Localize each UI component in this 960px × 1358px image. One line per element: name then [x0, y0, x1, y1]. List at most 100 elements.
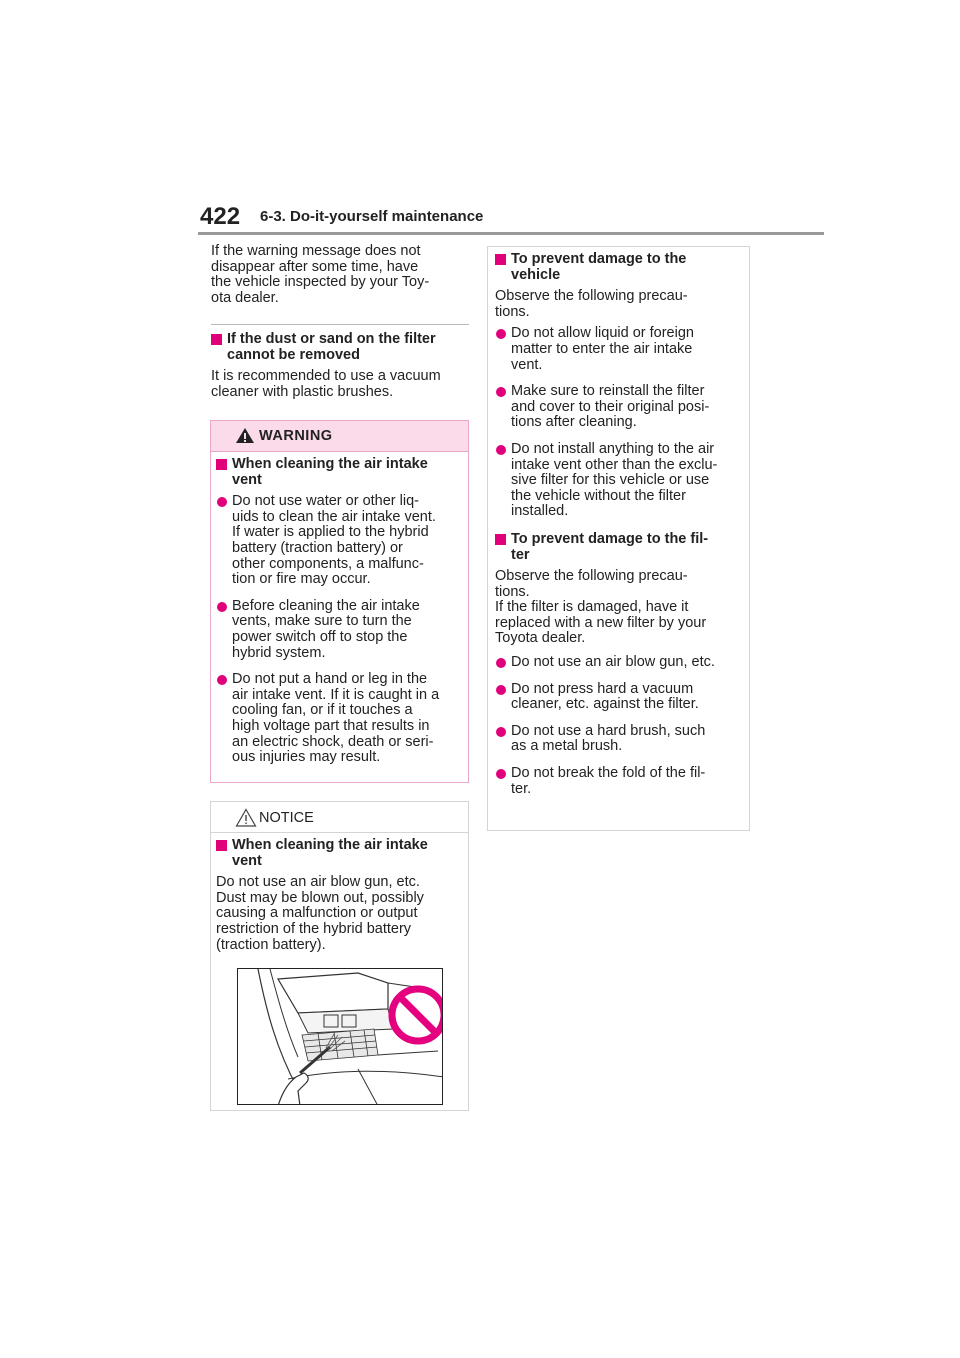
heading-line: If the dust or sand on the filter — [227, 331, 436, 347]
heading-line: When cleaning the air intake — [232, 837, 428, 853]
square-bullet-icon — [211, 334, 222, 345]
warning-title: WARNING — [259, 428, 333, 444]
filter-bullet: Do not press hard a vacuum cleaner, etc.… — [495, 680, 742, 713]
bullet-line: the vehicle without the filter — [511, 487, 686, 504]
right-info-box: To prevent damage to the vehicle Observe… — [487, 246, 750, 831]
bullet-line: uids to clean the air intake vent. — [232, 508, 436, 525]
bullet-line: Do not break the fold of the fil- — [511, 765, 706, 782]
dust-sand-block: If the dust or sand on the filter cannot… — [211, 331, 469, 400]
bullet-dot-icon — [217, 601, 227, 612]
bullet-line: air intake vent. If it is caught in a — [232, 686, 440, 703]
bullet-line: hybrid system. — [232, 644, 326, 661]
heading-line: vehicle — [511, 266, 561, 283]
bullet-line: cooling fan, or if it touches a — [232, 702, 413, 719]
bullet-line: Do not use water or other liq- — [232, 493, 419, 510]
warning-bullet: Do not use water or other liq- uids to c… — [216, 494, 463, 588]
filter-bullet: Do not use a hard brush, such as a metal… — [495, 722, 742, 755]
body-line: causing a malfunction or output — [216, 905, 418, 922]
bullet-line: vents, make sure to turn the — [232, 613, 412, 630]
filter-damage-heading: To prevent damage to the fil- ter — [495, 531, 742, 563]
warning-bullet: Do not put a hand or leg in the air inta… — [216, 672, 463, 766]
bullet-dot-icon — [496, 387, 506, 398]
bullet-dot-icon — [496, 769, 506, 780]
notice-heading: When cleaning the air intake vent — [216, 837, 463, 869]
bullet-line: Before cleaning the air intake — [232, 597, 420, 614]
section-title: 6-3. Do-it-yourself maintenance — [260, 208, 484, 225]
vehicle-damage-heading: To prevent damage to the vehicle — [495, 251, 742, 283]
body-line: It is recommended to use a vacuum — [211, 368, 441, 385]
bullet-line: vent. — [511, 356, 543, 373]
heading-line: ter — [511, 546, 530, 563]
bullet-dot-icon — [217, 497, 227, 508]
bullet-line: battery (traction battery) or — [232, 539, 403, 556]
body-line: tions. — [495, 583, 530, 600]
body-line: Toyota dealer. — [495, 630, 586, 647]
intro-line: disappear after some time, have — [211, 258, 419, 275]
bullet-line: sive filter for this vehicle or use — [511, 472, 710, 489]
bullet-line: Do not use an air blow gun, etc. — [511, 654, 715, 671]
body-line: If the filter is damaged, have it — [495, 599, 689, 616]
bullet-dot-icon — [496, 684, 506, 695]
body-line: Dust may be blown out, possibly — [216, 889, 424, 906]
header-divider — [198, 232, 824, 235]
intro-line: If the warning message does not — [211, 243, 421, 259]
notice-box: NOTICE When cleaning the air intake vent… — [210, 801, 469, 1111]
bullet-dot-icon — [496, 658, 506, 669]
bullet-line: cleaner, etc. against the filter. — [511, 696, 699, 713]
bullet-line: If water is applied to the hybrid — [232, 524, 429, 541]
bullet-dot-icon — [496, 329, 506, 340]
bullet-line: Do not allow liquid or foreign — [511, 325, 694, 342]
bullet-line: ter. — [511, 780, 532, 797]
body-line: restriction of the hybrid battery — [216, 920, 412, 937]
intro-line: ota dealer. — [211, 289, 279, 306]
bullet-dot-icon — [496, 444, 506, 455]
bullet-line: ous injuries may result. — [232, 749, 381, 766]
body-line: Observe the following precau- — [495, 288, 688, 305]
body-line: (traction battery). — [216, 936, 326, 953]
notice-header: NOTICE — [211, 802, 468, 833]
square-bullet-icon — [216, 459, 227, 470]
square-bullet-icon — [495, 533, 506, 545]
heading-line: To prevent damage to the — [511, 251, 687, 267]
bullet-line: as a metal brush. — [511, 738, 623, 755]
prohibited-icon — [388, 985, 442, 1045]
vehicle-bullet: Make sure to reinstall the filter and co… — [495, 384, 742, 431]
intro-block: If the warning message does not disappea… — [211, 243, 469, 306]
bullet-line: high voltage part that results in — [232, 717, 430, 734]
air-intake-vent-drawing — [257, 969, 442, 1104]
heading-line: vent — [232, 471, 262, 488]
body-line: cleaner with plastic brushes. — [211, 383, 394, 400]
square-bullet-icon — [495, 254, 506, 265]
body-line: Do not use an air blow gun, etc. — [216, 874, 420, 891]
air-intake-illustration — [237, 968, 443, 1105]
heading-line: cannot be removed — [227, 346, 360, 363]
intro-line: the vehicle inspected by your Toy- — [211, 274, 430, 291]
warning-header: WARNING — [211, 421, 468, 452]
bullet-line: Make sure to reinstall the filter — [511, 383, 705, 400]
bullet-line: matter to enter the air intake — [511, 340, 693, 357]
notice-title: NOTICE — [259, 810, 314, 826]
warning-box: WARNING When cleaning the air intake ven… — [210, 420, 469, 783]
sub-divider — [211, 324, 469, 325]
heading-line: When cleaning the air intake — [232, 456, 428, 472]
bullet-line: an electric shock, death or seri- — [232, 733, 434, 750]
filter-bullet: Do not break the fold of the fil- ter. — [495, 765, 742, 797]
bullet-line: tions after cleaning. — [511, 414, 637, 431]
bullet-line: Do not install anything to the air — [511, 440, 715, 457]
filter-bullet: Do not use an air blow gun, etc. — [495, 654, 742, 671]
bullet-line: Do not use a hard brush, such — [511, 722, 706, 739]
body-line: tions. — [495, 303, 530, 320]
bullet-line: Do not put a hand or leg in the — [232, 671, 428, 688]
bullet-line: Do not press hard a vacuum — [511, 680, 694, 697]
heading-line: vent — [232, 852, 262, 869]
warning-heading: When cleaning the air intake vent — [216, 456, 463, 488]
body-line: replaced with a new filter by your — [495, 614, 707, 631]
vehicle-bullet: Do not allow liquid or foreign matter to… — [495, 326, 742, 373]
page-number: 422 — [200, 203, 241, 230]
vehicle-bullet: Do not install anything to the air intak… — [495, 440, 742, 520]
dust-sand-heading: If the dust or sand on the filter cannot… — [211, 331, 469, 363]
bullet-line: and cover to their original posi- — [511, 398, 710, 415]
bullet-line: other components, a malfunc- — [232, 555, 424, 572]
bullet-dot-icon — [217, 675, 227, 686]
bullet-line: power switch off to stop the — [232, 628, 408, 645]
